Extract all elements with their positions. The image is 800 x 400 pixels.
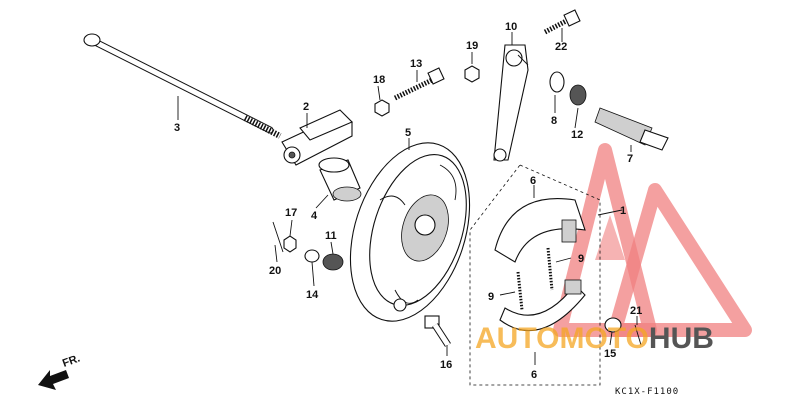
callout-22: 22 bbox=[555, 41, 567, 53]
washer-15 bbox=[604, 317, 622, 333]
callout-13: 13 bbox=[410, 58, 422, 70]
callout-18: 18 bbox=[373, 74, 385, 86]
rear-axle bbox=[83, 33, 282, 139]
washer-14 bbox=[304, 249, 320, 263]
callout-12: 12 bbox=[571, 129, 583, 141]
brake-cam bbox=[594, 107, 669, 151]
diagram-code: KC1X-F1100 bbox=[615, 387, 679, 397]
front-direction-indicator: FR. bbox=[38, 352, 82, 390]
bolt-16 bbox=[424, 315, 451, 347]
leader-lines bbox=[177, 28, 638, 365]
callout-8: 8 bbox=[551, 115, 557, 127]
callout-6b: 6 bbox=[531, 369, 537, 381]
nut-19 bbox=[464, 65, 480, 83]
callout-16: 16 bbox=[440, 359, 452, 371]
brake-shoe-assembly bbox=[469, 164, 601, 386]
bolt-13 bbox=[393, 67, 445, 101]
callout-21: 21 bbox=[630, 305, 642, 317]
brake-panel bbox=[349, 142, 471, 322]
cotter-pin-21 bbox=[634, 324, 642, 346]
washer-8 bbox=[549, 71, 565, 93]
direction-arrow-icon bbox=[38, 370, 69, 390]
callout-1: 1 bbox=[620, 205, 626, 217]
callout-5: 5 bbox=[405, 127, 411, 139]
callout-11: 11 bbox=[325, 230, 337, 242]
watermark-text-part1: AUTOMOTO bbox=[475, 322, 649, 355]
collar bbox=[318, 157, 362, 202]
bolt-22 bbox=[543, 9, 581, 35]
chain-adjuster bbox=[281, 109, 353, 166]
watermark-text-part2: HUB bbox=[649, 322, 714, 355]
watermark-text: AUTOMOTOHUB bbox=[475, 322, 714, 355]
callout-3: 3 bbox=[174, 122, 180, 134]
callout-2: 2 bbox=[303, 101, 309, 113]
callout-20: 20 bbox=[269, 265, 281, 277]
seal-12 bbox=[569, 84, 587, 106]
callout-15: 15 bbox=[604, 348, 616, 360]
brake-arm bbox=[493, 44, 529, 162]
watermark-logo bbox=[553, 143, 752, 337]
direction-label: FR. bbox=[61, 352, 82, 369]
callout-19: 19 bbox=[466, 40, 478, 52]
nut-18 bbox=[374, 99, 390, 117]
callout-10: 10 bbox=[505, 21, 517, 33]
callout-6a: 6 bbox=[530, 175, 536, 187]
cotter-pin-20 bbox=[272, 221, 284, 253]
callout-14: 14 bbox=[306, 289, 319, 301]
nut-17 bbox=[283, 235, 297, 253]
callout-9b: 9 bbox=[488, 291, 494, 303]
callout-17: 17 bbox=[285, 207, 297, 219]
callout-9a: 9 bbox=[578, 253, 584, 265]
nut-11 bbox=[322, 253, 344, 271]
callout-4: 4 bbox=[311, 210, 318, 222]
callout-labels: 1 2 3 4 5 6 6 7 8 9 9 10 11 12 13 14 15 … bbox=[174, 21, 642, 381]
callout-7: 7 bbox=[627, 153, 633, 165]
